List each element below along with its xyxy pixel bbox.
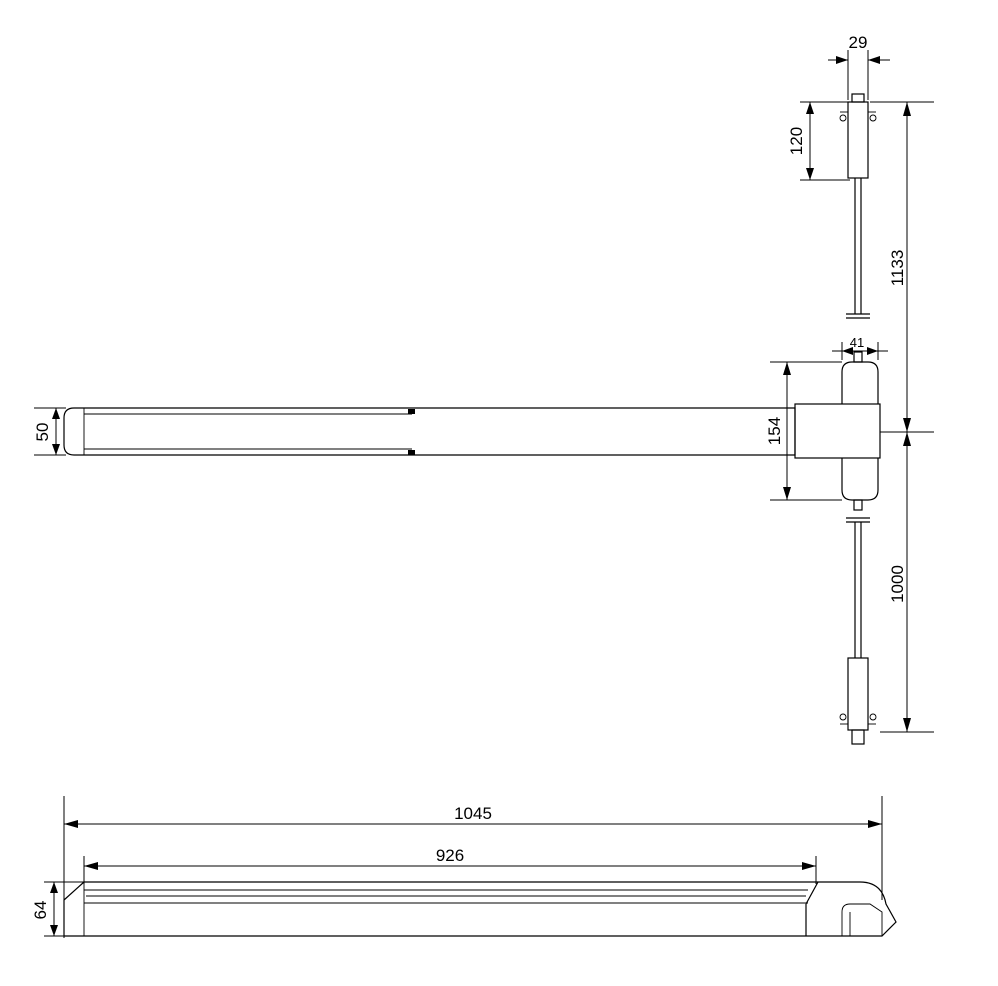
push-bar-side-view: 1045 926 64 xyxy=(31,796,897,938)
dim-29-arrow-left xyxy=(836,56,848,64)
dim-926-arrow-left xyxy=(84,862,98,870)
dim-64-arrow-bottom xyxy=(50,925,58,936)
head-upper-neck xyxy=(841,361,879,404)
dim-29-arrow-right xyxy=(868,56,880,64)
dim-1000-label: 1000 xyxy=(888,565,907,603)
dim-926-arrow-right xyxy=(802,862,816,870)
head-lower-stub xyxy=(853,499,863,511)
head-lower-neck xyxy=(841,458,879,501)
dim-1045-label: 1045 xyxy=(454,804,492,823)
dim-120-arrow-top xyxy=(806,102,814,114)
push-bar-front-view: 50 154 41 xyxy=(33,335,888,511)
head-housing xyxy=(794,403,881,459)
push-bar-outline xyxy=(63,407,796,456)
top-latch-tip xyxy=(851,93,865,103)
top-latch-body xyxy=(847,101,869,179)
dim-50-arrow-bottom xyxy=(52,444,60,455)
bottom-screw-left xyxy=(839,713,847,721)
dim-64-arrow-top xyxy=(50,882,58,893)
dim-1133-arrow-bottom xyxy=(903,418,911,432)
dim-50-label: 50 xyxy=(33,423,52,442)
dim-64-label: 64 xyxy=(31,901,50,920)
dim-41-arrow-left xyxy=(842,347,853,355)
bottom-latch-body xyxy=(847,657,869,731)
bottom-latch-tip xyxy=(851,729,865,745)
dim-154-arrow-top xyxy=(783,362,791,375)
dim-1000-arrow-top xyxy=(903,432,911,446)
dim-1045-arrow-right xyxy=(868,820,882,828)
dim-29-label: 29 xyxy=(849,33,868,52)
dim-1045-arrow-left xyxy=(64,820,78,828)
top-rod-assembly: 29 120 xyxy=(787,33,890,319)
top-screw-right xyxy=(869,114,877,122)
dim-41-arrow-right xyxy=(867,347,878,355)
head-upper-stub xyxy=(853,351,863,363)
dim-120-arrow-bottom xyxy=(806,168,814,180)
side-head-pocket xyxy=(841,903,883,936)
touch-bar-stop-top xyxy=(408,409,415,414)
side-head-slant-1 xyxy=(805,881,819,905)
dim-926-label: 926 xyxy=(436,846,464,865)
bottom-rod-assembly xyxy=(839,517,877,745)
dim-154-label: 154 xyxy=(765,417,784,445)
dim-1133-label: 1133 xyxy=(888,250,907,287)
dim-154-arrow-bottom xyxy=(783,487,791,500)
dim-120-label: 120 xyxy=(787,127,806,155)
dim-50-arrow-top xyxy=(52,408,60,419)
vertical-overall-dimensions: 1133 1000 xyxy=(870,101,934,733)
touch-bar-stop-bottom xyxy=(408,450,415,455)
dim-1133-arrow-top xyxy=(903,102,911,116)
top-screw-left xyxy=(839,114,847,122)
bottom-screw-right xyxy=(869,713,877,721)
side-body-outline xyxy=(63,881,897,937)
dim-1000-arrow-bottom xyxy=(903,718,911,732)
dim-41-label: 41 xyxy=(850,335,864,350)
